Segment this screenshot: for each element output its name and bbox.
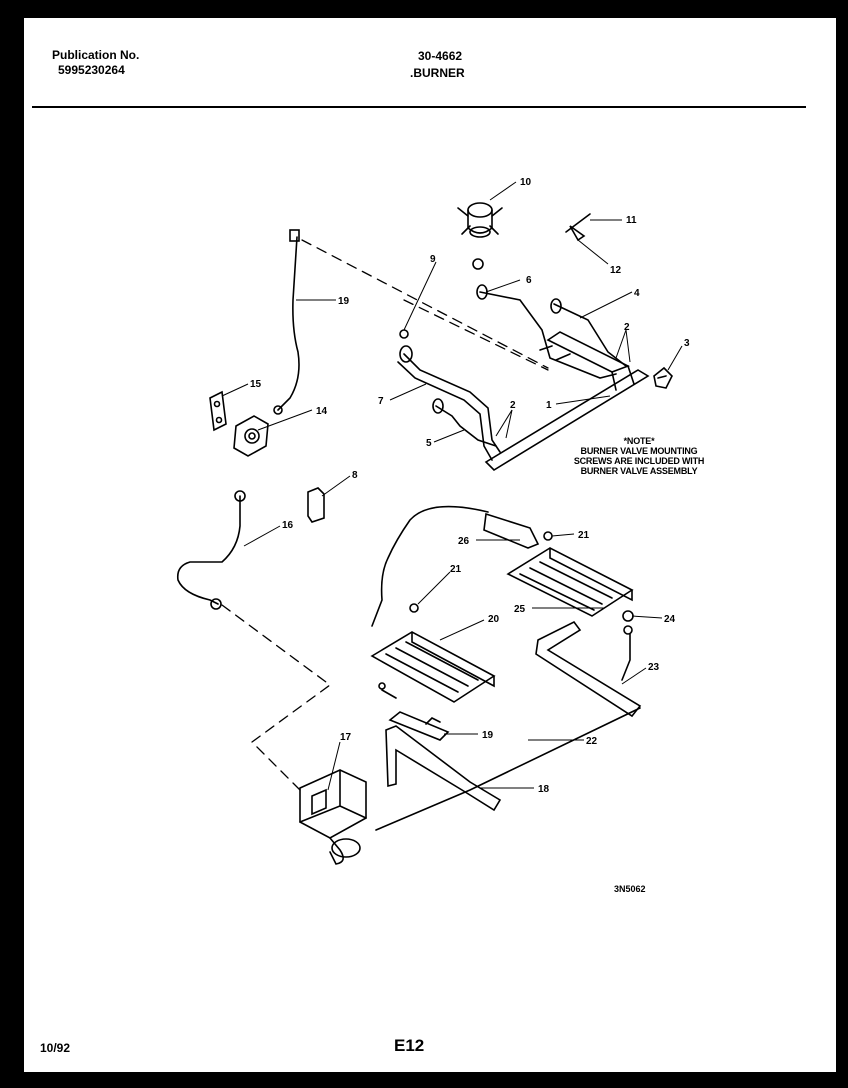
callout-label: 14 bbox=[316, 406, 328, 417]
callout-label: 7 bbox=[378, 396, 384, 407]
callout-label: 16 bbox=[282, 520, 294, 531]
gas-line-22 bbox=[375, 707, 641, 831]
igniter-19 bbox=[378, 682, 450, 741]
callout-label: 10 bbox=[520, 177, 532, 188]
heat-shield-25 bbox=[506, 547, 634, 617]
page-code: E12 bbox=[394, 1036, 425, 1055]
orifice-9 bbox=[472, 258, 484, 270]
knob-3 bbox=[653, 366, 673, 389]
model-number: 30-4662 bbox=[418, 49, 463, 63]
note-line-3: BURNER VALVE ASSEMBLY bbox=[580, 466, 698, 476]
callout-leaders bbox=[221, 181, 683, 791]
bracket-15 bbox=[209, 390, 227, 432]
callout-label: 3 bbox=[684, 338, 690, 349]
note-line-2: SCREWS ARE INCLUDED WITH bbox=[573, 456, 705, 466]
callout-label: 2 bbox=[624, 322, 630, 333]
note-title: *NOTE* bbox=[623, 436, 655, 446]
callout-label: 15 bbox=[250, 379, 262, 390]
igniter-lead-26 bbox=[371, 505, 540, 627]
igniter-8 bbox=[307, 487, 325, 523]
callout-label: 12 bbox=[610, 265, 622, 276]
callout-label: 26 bbox=[458, 536, 470, 547]
callout-label: 6 bbox=[526, 275, 532, 286]
screw-11-12 bbox=[565, 213, 591, 242]
publication-number: 5995230264 bbox=[58, 63, 125, 77]
screw-21a bbox=[543, 531, 553, 541]
note-line-1: BURNER VALVE MOUNTING bbox=[580, 446, 698, 456]
callout-label: 25 bbox=[514, 604, 526, 615]
callout-label: 19 bbox=[338, 296, 350, 307]
oven-burner-23 bbox=[535, 620, 642, 718]
diagram-sheet bbox=[24, 18, 836, 1072]
section-title: .BURNER bbox=[410, 66, 465, 80]
oven-valve-17 bbox=[299, 769, 367, 865]
publication-label: Publication No. bbox=[52, 48, 140, 62]
callout-label: 19 bbox=[482, 730, 494, 741]
thermocouple-upper bbox=[273, 229, 300, 415]
revision-date: 10/92 bbox=[40, 1041, 71, 1055]
callout-label: 2 bbox=[510, 400, 516, 411]
burner-head-10 bbox=[457, 202, 503, 238]
assembly-dashed-lines bbox=[221, 239, 549, 791]
callout-label: 20 bbox=[488, 614, 500, 625]
callout-label: 8 bbox=[352, 470, 358, 481]
callout-label: 5 bbox=[426, 438, 432, 449]
safety-valve-14 bbox=[233, 415, 269, 457]
heat-shield-20 bbox=[370, 631, 496, 703]
fitting-24 bbox=[621, 610, 634, 681]
callout-label: 17 bbox=[340, 732, 352, 743]
callout-numbers: 10 11 12 9 6 4 2 3 19 15 14 7 1 5 2 8 16… bbox=[250, 177, 690, 795]
callout-label: 9 bbox=[430, 254, 436, 265]
callout-label: 11 bbox=[626, 215, 637, 226]
callout-label: 21 bbox=[450, 564, 462, 575]
burner-18 bbox=[385, 725, 502, 812]
thermocouple-lower bbox=[176, 490, 246, 610]
screw-21b bbox=[409, 603, 419, 613]
drawing-code: 3N5062 bbox=[614, 884, 646, 894]
callout-label: 22 bbox=[586, 736, 598, 747]
orifice-9b bbox=[399, 329, 409, 339]
callout-label: 24 bbox=[664, 614, 676, 625]
callout-label: 18 bbox=[538, 784, 550, 795]
callout-label: 23 bbox=[648, 662, 660, 673]
callout-label: 4 bbox=[634, 288, 640, 299]
callout-label: 1 bbox=[546, 400, 552, 411]
burner-manifold-assembly bbox=[397, 284, 650, 472]
callout-label: 21 bbox=[578, 530, 590, 541]
